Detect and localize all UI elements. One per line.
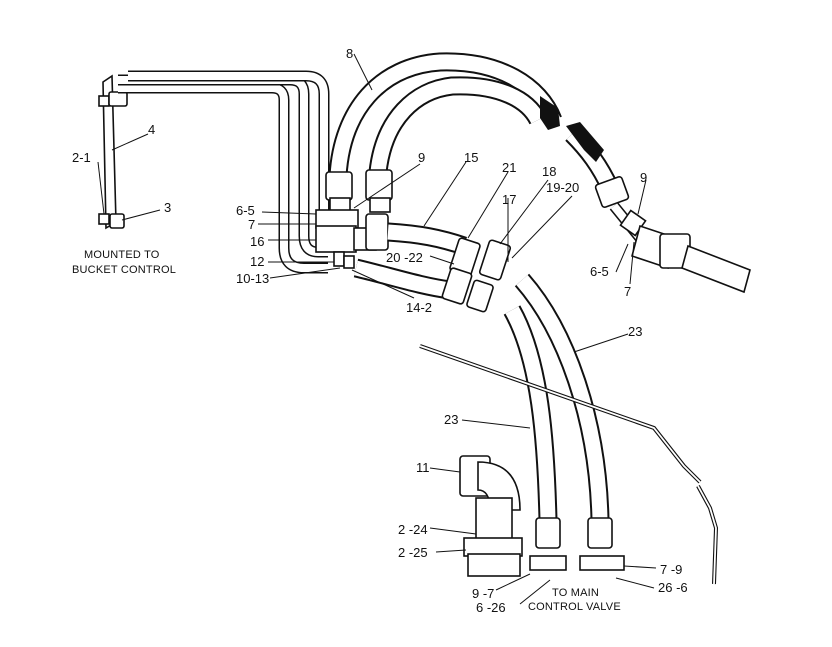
callout-19-20: 19-20: [546, 180, 579, 195]
callout-7-right: 7: [624, 284, 631, 299]
callout-11: 11: [416, 460, 430, 475]
callout-8: 8: [346, 46, 353, 61]
notes: MOUNTED TO BUCKET CONTROL TO MAIN CONTRO…: [72, 249, 621, 613]
leader-lines: [97, 53, 657, 605]
mounting-bracket: [98, 74, 128, 230]
callout-23-lower: 23: [444, 412, 458, 427]
callout-3: 3: [164, 200, 171, 215]
callout-18: 18: [542, 164, 556, 179]
callout-26-6: 26 -6: [658, 580, 688, 595]
callout-17: 17: [502, 192, 516, 207]
hose-8-upper: [328, 52, 751, 294]
callout-23-upper: 23: [628, 324, 642, 339]
callout-2-25: 2 -25: [398, 545, 428, 560]
callout-14-2: 14-2: [406, 300, 432, 315]
callout-15: 15: [464, 150, 478, 165]
callout-7-9: 7 -9: [660, 562, 682, 577]
callout-6-5-left: 6-5: [236, 203, 255, 218]
note-mounted-line2: BUCKET CONTROL: [72, 264, 176, 276]
valve-block: [315, 169, 393, 269]
callout-12: 12: [250, 254, 264, 269]
steel-tubes: [118, 70, 330, 274]
callout-labels: 8 4 2-1 3 9 15 21 18 19-20 17 6-5 7 16 1…: [72, 46, 688, 615]
callout-10-13: 10-13: [236, 271, 269, 286]
callout-9-upper: 9: [418, 150, 425, 165]
hoses-23: [503, 273, 625, 571]
callout-20-22: 20 -22: [386, 250, 423, 265]
callout-16: 16: [250, 234, 264, 249]
callout-9-right: 9: [640, 170, 647, 185]
note-valve-line2: CONTROL VALVE: [528, 601, 621, 613]
callout-4: 4: [148, 122, 155, 137]
elbow-fitting: [459, 455, 523, 577]
callout-2-1: 2-1: [72, 150, 91, 165]
note-valve-line1: TO MAIN: [552, 587, 599, 599]
callout-6-5-right: 6-5: [590, 264, 609, 279]
note-mounted-line1: MOUNTED TO: [84, 249, 160, 261]
callout-7-left: 7: [248, 217, 255, 232]
callout-2-24: 2 -24: [398, 522, 428, 537]
control-rod: [419, 344, 719, 585]
hose-15: [353, 222, 512, 313]
callout-6-26: 6 -26: [476, 600, 506, 615]
callout-21: 21: [502, 160, 516, 175]
callout-9-7: 9 -7: [472, 586, 494, 601]
